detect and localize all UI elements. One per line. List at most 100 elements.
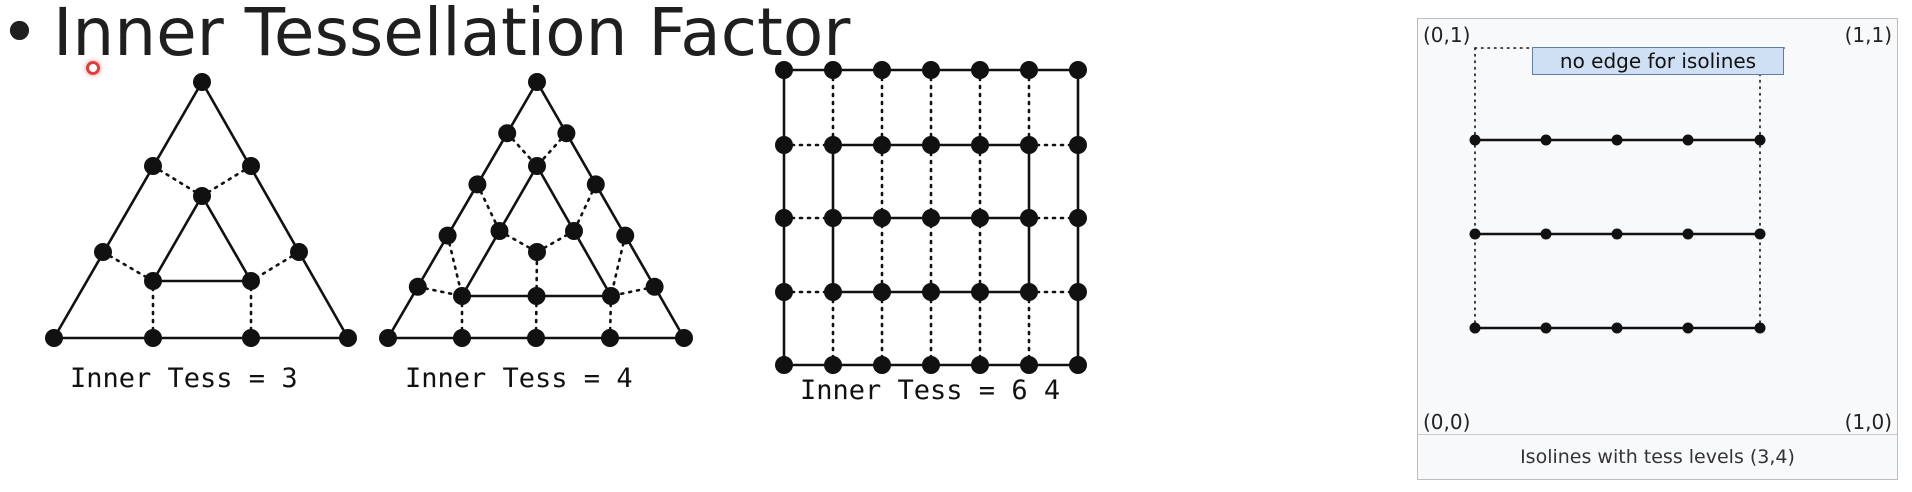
corner-label-bottom-left: (0,0) [1423, 410, 1471, 434]
vertex-dot [339, 329, 357, 347]
triangle-edge [200, 81, 350, 339]
isoline-vertex-dot [1682, 134, 1694, 146]
vertex-dot [379, 329, 397, 347]
slide-title: •Inner Tessellation Factor [0, 0, 850, 71]
triangle-edge [386, 81, 539, 339]
tess-dotted-line [249, 250, 301, 283]
vertex-dot [1020, 136, 1038, 154]
vertex-dot [438, 226, 457, 245]
isoline-vertex-dot [1682, 228, 1694, 240]
isoline-vertex-dot [1754, 322, 1766, 334]
vertex-dot [775, 356, 793, 374]
vertex-dot [94, 243, 112, 261]
vertex-dot [922, 61, 940, 79]
vertex-dot [922, 209, 940, 227]
vertex-dot [490, 222, 509, 240]
vertex-dot [971, 356, 989, 374]
vertex-dot [1069, 136, 1087, 154]
triangle-edge [52, 81, 204, 339]
vertex-dot [873, 61, 891, 79]
vertex-dot [824, 209, 842, 227]
vertex-dot [602, 287, 620, 305]
no-edge-label: no edge for isolines [1532, 47, 1784, 75]
vertex-dot [144, 157, 162, 175]
vertex-dot [873, 356, 891, 374]
triangle-edge [535, 81, 686, 339]
vertex-dot [527, 287, 546, 305]
isoline-vertex-dot [1469, 322, 1481, 334]
isoline-vertex-dot [1682, 322, 1694, 334]
vertex-dot [242, 157, 260, 175]
vertex-dot [971, 61, 989, 79]
vertex-dot [144, 329, 162, 347]
isoline-vertex-dot [1754, 228, 1766, 240]
vertex-dot [565, 222, 583, 240]
tess-dotted-line [609, 234, 627, 298]
tess-dotted-line [446, 234, 464, 298]
vertex-dot [601, 329, 619, 347]
vertex-dot [527, 329, 545, 347]
vertex-dot [1069, 209, 1087, 227]
isoline-vertex-dot [1611, 228, 1623, 240]
vertex-dot [922, 283, 940, 301]
caption-inner-tess-3: Inner Tess = 3 [70, 363, 298, 394]
corner-label-bottom-right: (1,0) [1844, 410, 1892, 434]
vertex-dot [873, 136, 891, 154]
vertex-dot [873, 209, 891, 227]
vertex-dot [193, 187, 211, 205]
vertex-dot [922, 356, 940, 374]
vertex-dot [1020, 283, 1038, 301]
tess-dotted-line [151, 164, 204, 198]
vertex-dot [775, 209, 793, 227]
isoline-vertex-dot [1469, 228, 1481, 240]
vertex-dot [1069, 356, 1087, 374]
vertex-dot [242, 329, 260, 347]
corner-label-top-left: (0,1) [1423, 23, 1471, 47]
vertex-dot [528, 73, 546, 91]
vertex-dot [1020, 61, 1038, 79]
tess-dotted-line [101, 250, 155, 283]
vertex-dot [557, 124, 576, 143]
vertex-dot [971, 283, 989, 301]
vertex-dot [242, 272, 260, 290]
isolines-caption: Isolines with tess levels (3,4) [1418, 434, 1897, 479]
vertex-dot [144, 272, 162, 290]
isoline-vertex-dot [1611, 322, 1623, 334]
vertex-dot [1020, 356, 1038, 374]
vertex-dot [468, 175, 487, 194]
vertex-dot [873, 283, 891, 301]
title-bullet: • [0, 0, 39, 71]
vertex-dot [645, 277, 664, 296]
isolines-panel: (0,1) (1,1) (0,0) (1,0) no edge for isol… [1417, 18, 1898, 480]
vertex-dot [498, 124, 517, 143]
vertex-dot [775, 283, 793, 301]
vertex-dot [193, 73, 211, 91]
isoline-vertex-dot [1754, 134, 1766, 146]
vertex-dot [586, 175, 605, 194]
isoline-vertex-dot [1540, 322, 1552, 334]
vertex-dot [824, 61, 842, 79]
vertex-dot [971, 209, 989, 227]
isoline-vertex-dot [1540, 134, 1552, 146]
inner-triangle-edge [151, 195, 204, 282]
vertex-dot [408, 277, 427, 296]
isoline-vertex-dot [1469, 134, 1481, 146]
isolines-graphic [1469, 47, 1785, 334]
vertex-dot [824, 356, 842, 374]
corner-label-top-right: (1,1) [1844, 23, 1892, 47]
vertex-dot [775, 61, 793, 79]
vertex-dot [922, 136, 940, 154]
vertex-dot [775, 136, 793, 154]
vertex-dot [453, 287, 471, 305]
vertex-dot [1020, 209, 1038, 227]
vertex-dot [1069, 61, 1087, 79]
caption-inner-tess-4: Inner Tess = 4 [405, 363, 633, 394]
vertex-dot [45, 329, 63, 347]
title-text: Inner Tessellation Factor [52, 0, 851, 71]
vertex-dot [528, 243, 546, 261]
isoline-vertex-dot [1611, 134, 1623, 146]
vertex-dot [675, 329, 693, 347]
vertex-dot [824, 136, 842, 154]
cursor-indicator [86, 61, 100, 75]
isoline-vertex-dot [1540, 228, 1552, 240]
